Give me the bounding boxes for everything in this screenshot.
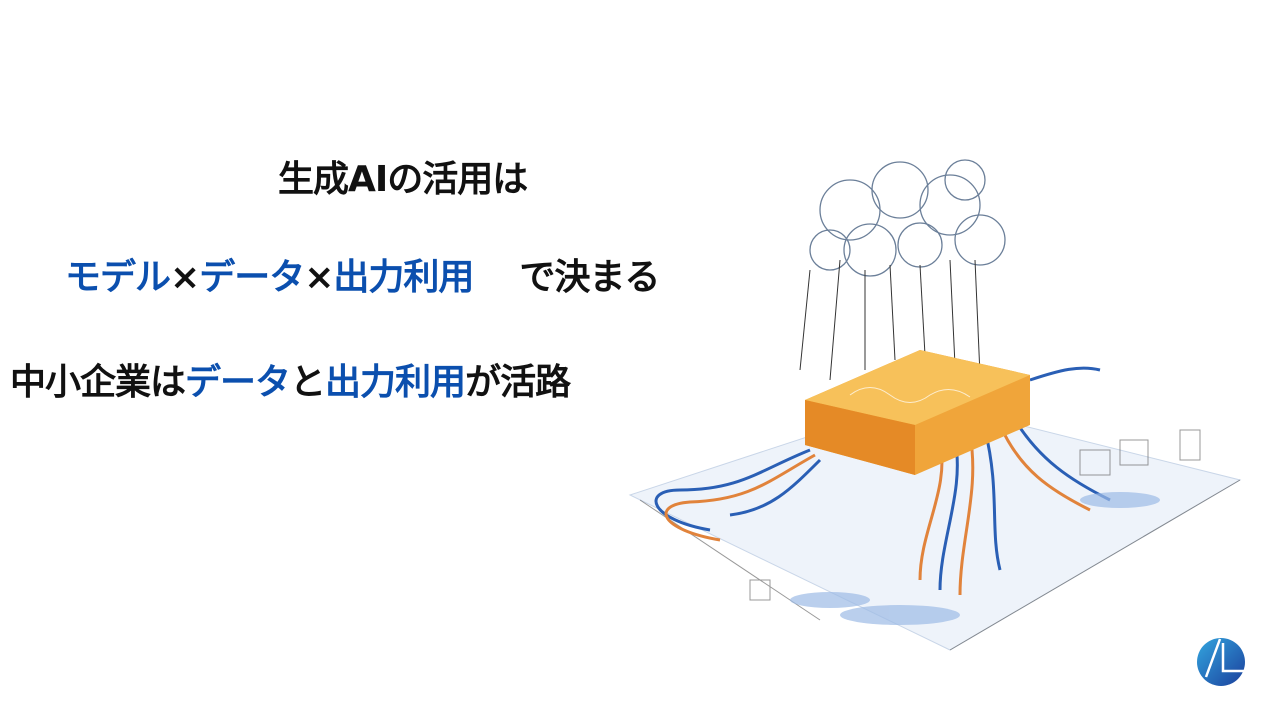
- wires: [654, 366, 1111, 596]
- headline-line-3: 中小企業はデータと出力利用が活路: [10, 361, 571, 405]
- keyword-data: データ: [185, 362, 291, 403]
- headline-line-2: モデル×データ×出力利用で決まる: [65, 256, 660, 300]
- keyword-output: 出力利用: [333, 257, 474, 298]
- ai-chip-illustration: [628, 159, 1242, 651]
- line3-suffix: が活路: [465, 362, 571, 403]
- headline-line-1: 生成AIの活用は: [278, 159, 528, 200]
- cloud-neurons: [799, 159, 1006, 381]
- keyword-output: 出力利用: [325, 362, 466, 403]
- times-sign: ×: [304, 257, 334, 298]
- company-logo: [1197, 638, 1245, 686]
- line2-suffix: で決まる: [519, 257, 660, 298]
- ai-chip: [805, 350, 1030, 475]
- blue-pads: [790, 492, 1160, 625]
- keyword-data: データ: [199, 257, 305, 298]
- line3-prefix: 中小企業は: [10, 362, 186, 403]
- line3-and: と: [290, 362, 326, 403]
- keyword-model: モデル: [65, 257, 171, 298]
- times-sign: ×: [170, 257, 200, 298]
